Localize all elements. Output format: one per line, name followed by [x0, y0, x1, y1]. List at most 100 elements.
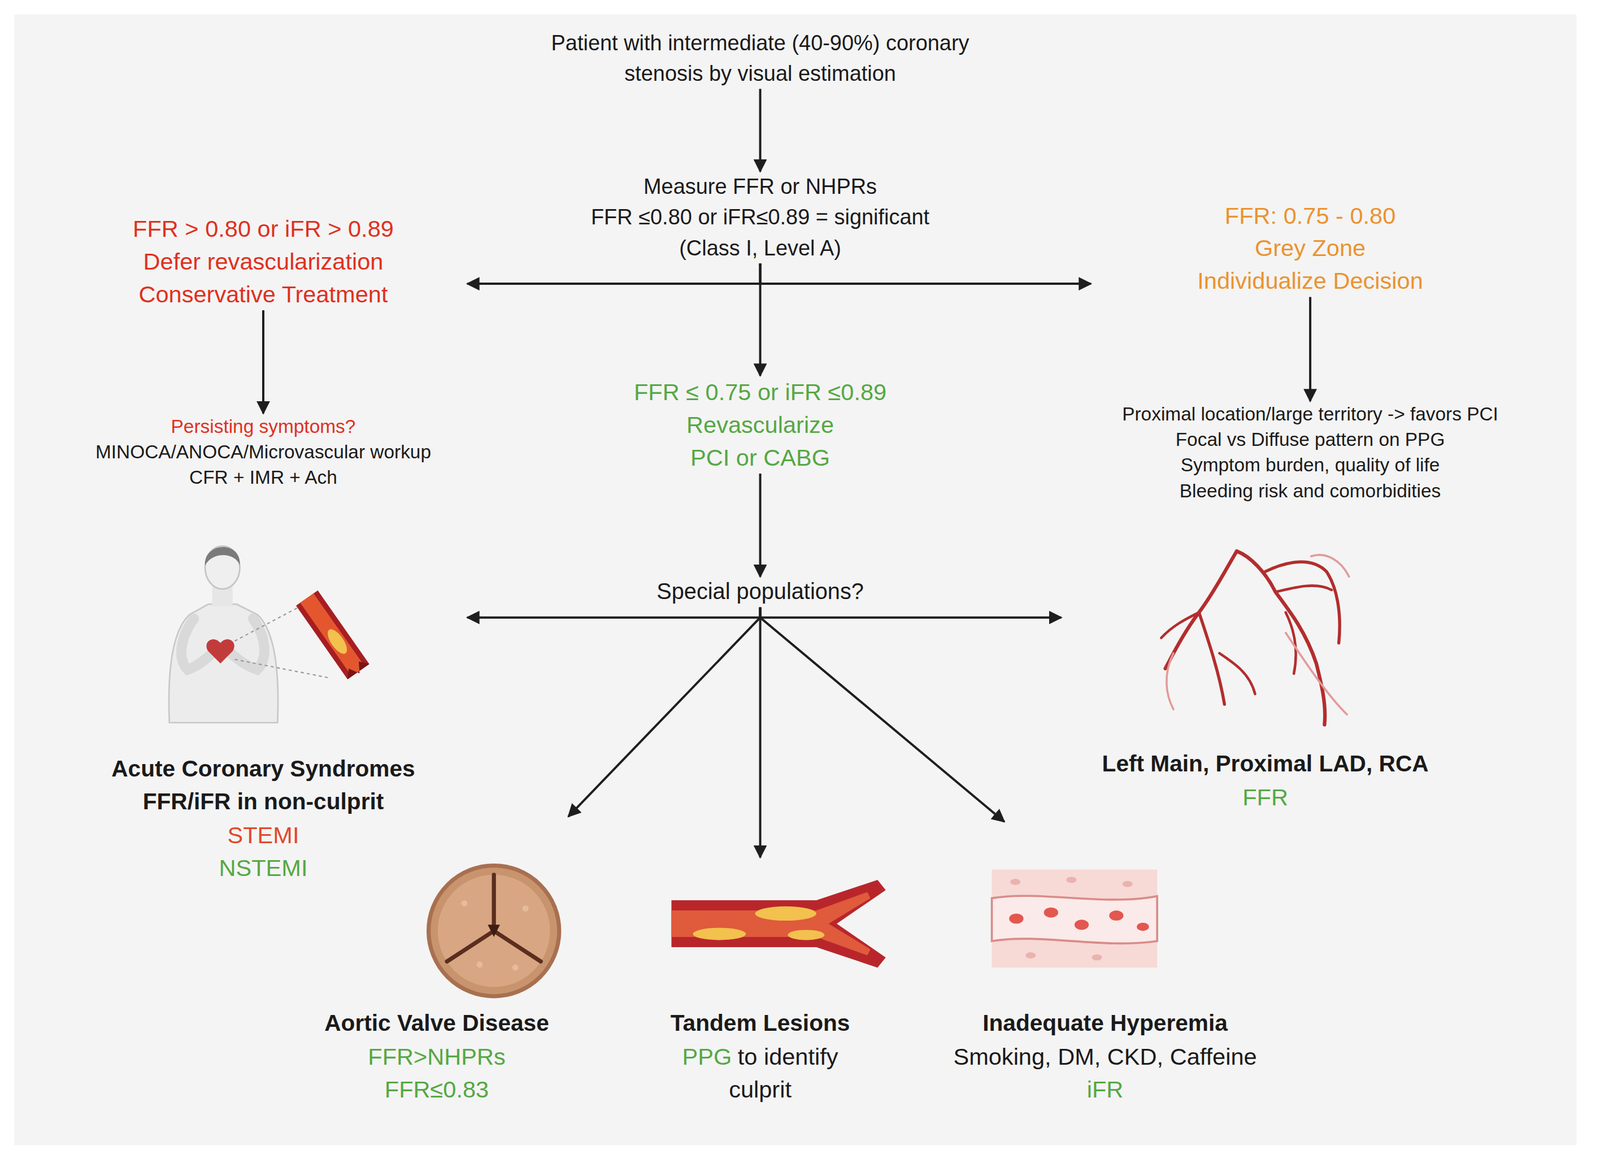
aortic-valve-illustration — [428, 865, 560, 997]
blood-cell — [1074, 919, 1089, 930]
texture-dot — [476, 961, 483, 968]
flow-arrow — [760, 607, 1005, 822]
node-text: Conservative Treatment — [59, 277, 468, 311]
texture-dot — [1025, 951, 1036, 959]
node-text: FFR>NHPRs — [283, 1039, 590, 1073]
heart-symbol — [206, 638, 234, 664]
node-text: Individualize Decision — [1090, 264, 1530, 298]
flow-arrow — [467, 607, 760, 618]
node-text: FFR — [1061, 780, 1469, 814]
node-text: FFR ≤0.80 or iFR≤0.89 = significant — [545, 202, 975, 233]
revascularize-branch: FFR ≤ 0.75 or iFR ≤0.89RevascularizePCI … — [587, 375, 934, 474]
patient-illustration — [168, 545, 371, 723]
acs-group: Acute Coronary Syndromes FFR/iFR in non-… — [59, 540, 468, 884]
background-panel — [14, 14, 1577, 1145]
grey-zone-branch: FFR: 0.75 - 0.80Grey ZoneIndividualize D… — [1090, 198, 1530, 297]
flow-arrow — [760, 263, 1091, 284]
node-text: FFR: 0.75 - 0.80 — [1090, 198, 1530, 232]
vessel-lumen — [671, 892, 871, 956]
aortic-valve-group: Aortic Valve DiseaseFFR>NHPRsFFR≤0.83 — [283, 816, 590, 1106]
node-text: CFR + IMR + Ach — [49, 464, 478, 490]
blood-cell — [1109, 910, 1124, 921]
vessel-path — [1161, 612, 1199, 638]
blood-cell — [1044, 907, 1059, 918]
vessel-path — [1265, 561, 1341, 643]
left-main-group: Left Main, Proximal LAD, RCAFFR — [1061, 540, 1469, 813]
node-text: Left Main, Proximal LAD, RCA — [1094, 748, 1437, 781]
texture-dot — [1092, 954, 1103, 961]
hair-shape — [205, 546, 241, 566]
grey-zone-factors: Proximal location/large territory -> fav… — [1070, 401, 1551, 504]
node-text: PCI or CABG — [587, 440, 934, 474]
node-text: STEMI — [59, 818, 468, 852]
node-text: Persisting symptoms? — [49, 412, 478, 439]
node-text: Measure FFR or NHPRs — [545, 171, 975, 202]
flow-arrow — [759, 263, 762, 376]
head-shape — [205, 545, 240, 589]
tissue-block — [992, 869, 1158, 968]
coronary-tree-illustration — [1161, 550, 1349, 725]
start-step: Patient with intermediate (40-90%) coron… — [510, 27, 1011, 89]
node-text: MINOCA/ANOCA/Microvascular workup — [49, 438, 478, 465]
artery-lumen — [300, 593, 365, 677]
texture-dot — [522, 905, 529, 912]
vessel-path — [1285, 612, 1297, 674]
node-text: FFR > 0.80 or iFR > 0.89 — [59, 212, 468, 246]
flow-arrow — [759, 473, 762, 577]
valve-leaflets — [437, 874, 551, 988]
blood-cell — [1136, 922, 1150, 931]
vessel-path — [1198, 612, 1225, 705]
texture-dot — [461, 900, 468, 907]
flow-arrow — [568, 607, 761, 817]
persisting-symptoms-note: Persisting symptoms?MINOCA/ANOCA/Microva… — [49, 412, 478, 490]
node-text: Focal vs Diffuse pattern on PPG — [1070, 426, 1551, 452]
node-text: iFR — [911, 1072, 1299, 1106]
torso-shape — [168, 603, 278, 723]
thrombus-shape — [342, 657, 371, 681]
plaque-shape — [692, 927, 746, 941]
flow-arrow — [467, 263, 760, 284]
flow-arrow — [760, 607, 1062, 618]
vessel-path — [1166, 653, 1174, 710]
node-text: to identify culprit — [728, 1042, 838, 1103]
flow-arrow — [1309, 297, 1312, 402]
vessel-wall — [671, 879, 886, 968]
node-text: (Class I, Level A) — [545, 232, 975, 264]
node-text: Grey Zone — [1090, 231, 1530, 265]
node-text: Acute Coronary Syndromes FFR/iFR in non-… — [79, 753, 447, 819]
vessel-path — [1285, 632, 1347, 715]
plaque-shape — [787, 929, 825, 940]
vessel-path — [1311, 554, 1350, 577]
flow-arrow — [759, 607, 762, 858]
node-text: Special populations? — [607, 576, 914, 607]
vessel-path — [1165, 550, 1237, 669]
node-text: Defer revascularization — [59, 244, 468, 278]
node-text: FFR ≤ 0.75 or iFR ≤0.89 — [587, 375, 934, 409]
node-text: Symptom burden, quality of life — [1070, 451, 1551, 478]
vessel-path — [1236, 550, 1325, 725]
artery-wall — [296, 590, 370, 680]
plaque-shape — [324, 625, 351, 657]
valve-orifice — [487, 924, 500, 937]
vessel-path — [1275, 585, 1332, 592]
texture-dot — [1010, 878, 1021, 885]
node-text: PPG — [682, 1042, 733, 1070]
flow-arrow — [759, 88, 762, 172]
blood-cell — [1009, 912, 1024, 924]
plaque-shape — [755, 906, 817, 921]
hyperemia-illustration — [992, 869, 1158, 968]
special-populations-step: Special populations? — [607, 576, 914, 607]
node-text: NSTEMI — [59, 850, 468, 884]
node-text: Inadequate Hyperemia — [911, 1007, 1299, 1041]
vessel-path — [1219, 653, 1255, 694]
node-text: Bleeding risk and comorbidities — [1070, 477, 1551, 503]
texture-dot — [512, 964, 519, 971]
vessel-lumen — [992, 895, 1158, 943]
node-text: Tandem Lesions — [648, 1007, 873, 1041]
node-text: Aortic Valve Disease — [283, 1007, 590, 1041]
tandem-lesion-illustration — [671, 879, 886, 968]
zoom-line — [234, 659, 329, 678]
